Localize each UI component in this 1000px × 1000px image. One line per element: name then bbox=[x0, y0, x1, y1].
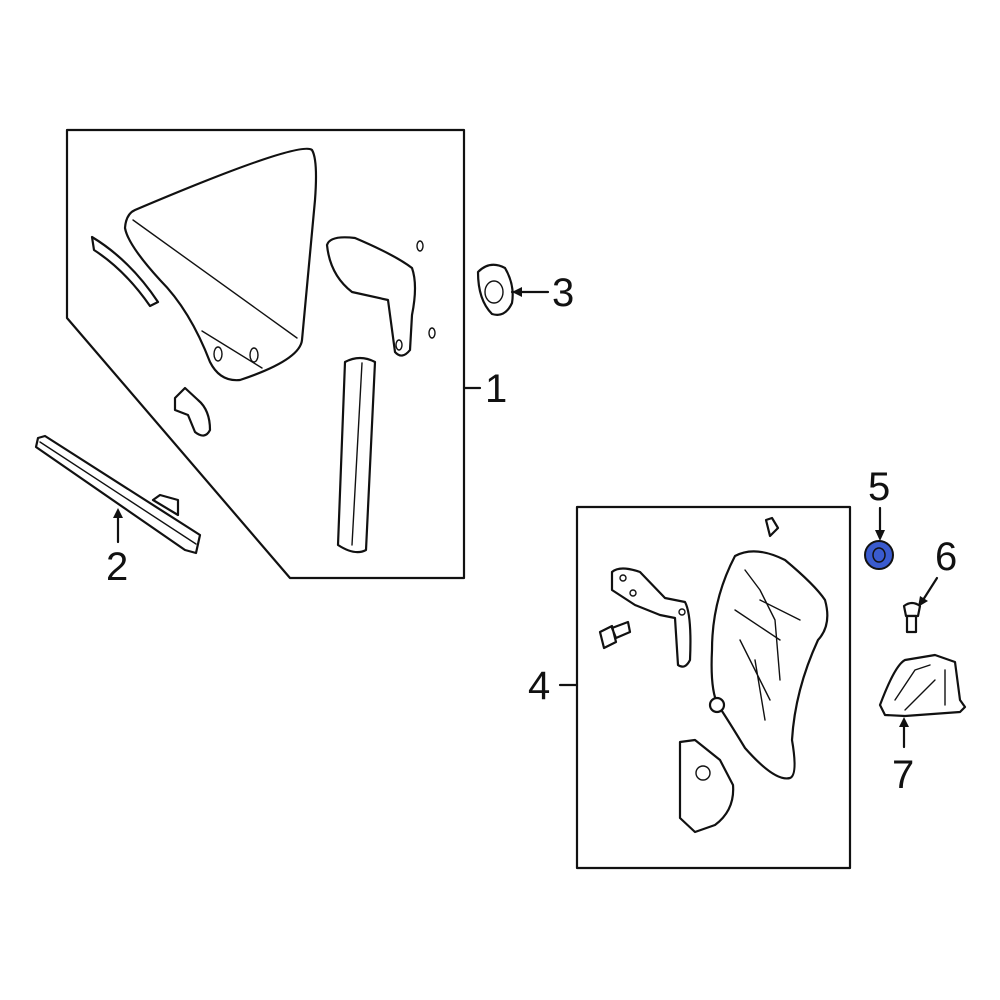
upper-bracket bbox=[325, 236, 417, 357]
callout-3: 3 bbox=[552, 271, 574, 315]
grommet-5-highlighted[interactable] bbox=[864, 540, 894, 570]
callout-6: 6 bbox=[935, 535, 957, 579]
grommet-3 bbox=[476, 263, 514, 316]
callout-1: 1 bbox=[485, 367, 507, 411]
motor bbox=[678, 738, 735, 834]
group-1-box bbox=[65, 128, 466, 580]
clip bbox=[173, 386, 212, 437]
glass-run-strip bbox=[90, 235, 160, 308]
bracket-7 bbox=[878, 653, 967, 718]
regulator-frame bbox=[710, 550, 829, 780]
callout-2: 2 bbox=[106, 545, 128, 589]
bolt bbox=[598, 620, 632, 650]
callout-5: 5 bbox=[868, 465, 890, 509]
callout-7: 7 bbox=[892, 753, 914, 797]
small-clip bbox=[764, 516, 780, 538]
callout-4: 4 bbox=[528, 664, 550, 708]
group-4-box bbox=[575, 505, 852, 870]
screw-6 bbox=[902, 601, 922, 618]
window-glass bbox=[123, 147, 318, 382]
lower-molding-2 bbox=[34, 434, 202, 555]
hinge-plate bbox=[610, 567, 692, 668]
